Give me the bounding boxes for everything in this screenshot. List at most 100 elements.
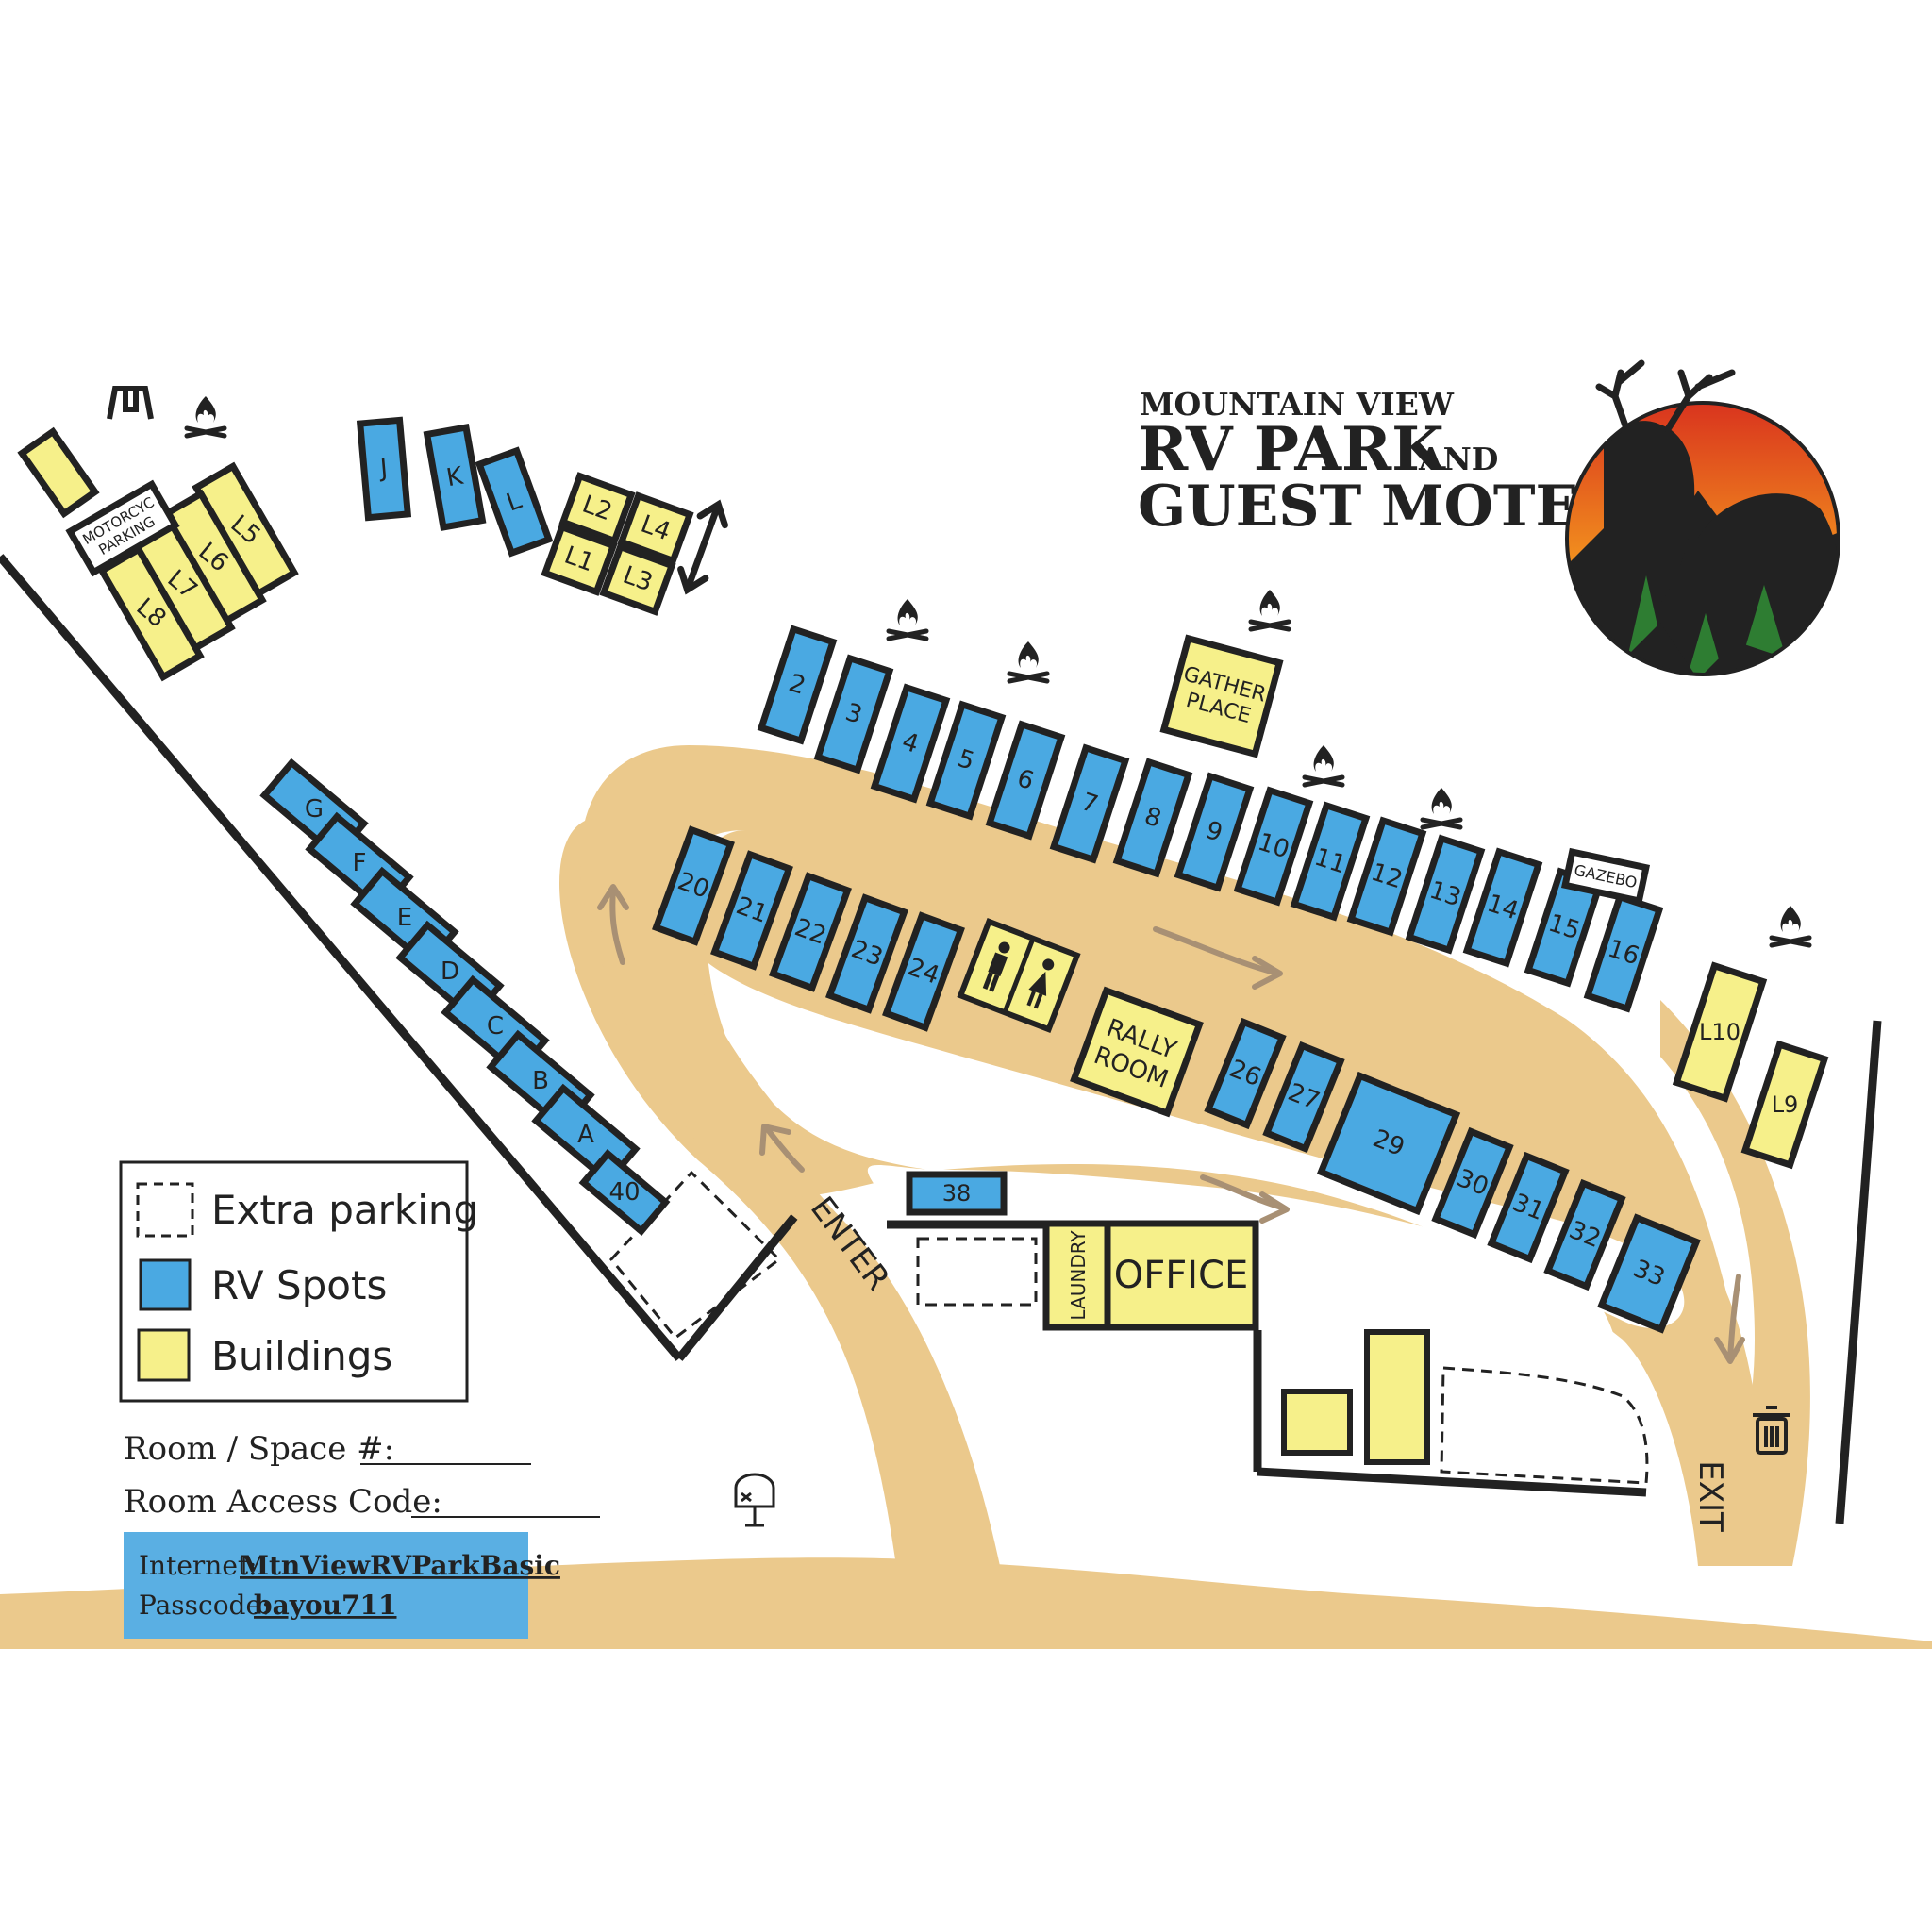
rv-spot-12[interactable]: 12 — [1346, 816, 1427, 937]
right-boundary — [1835, 1020, 1882, 1524]
rv-spot-16[interactable]: 16 — [1583, 892, 1664, 1013]
lodge-l10[interactable]: L10 — [1672, 961, 1768, 1103]
rv-spot-11-shape — [1290, 801, 1371, 922]
rv-spot-2[interactable]: 2 — [757, 625, 838, 745]
rv-spot-6[interactable]: 6 — [985, 720, 1066, 841]
lodge-l9-label: L9 — [1772, 1091, 1799, 1118]
rv-spot-38[interactable]: 38 — [906, 1171, 1008, 1216]
office-label: OFFICE — [1114, 1254, 1249, 1297]
rv-spot-5[interactable]: 5 — [925, 700, 1007, 821]
lodge-l10-shape — [1672, 961, 1768, 1103]
lodge-l4[interactable]: L4 — [617, 491, 694, 565]
rv-spot-b-label: B — [532, 1067, 549, 1095]
lodge-l3[interactable]: L3 — [599, 542, 676, 616]
rv-spot-3[interactable]: 3 — [813, 654, 894, 774]
rally-room-shape — [1070, 986, 1204, 1118]
direction-arrow-icon — [1714, 1274, 1745, 1364]
lodge-l9[interactable]: L9 — [1740, 1040, 1829, 1170]
rv-spot-22-shape — [769, 872, 852, 992]
rv-spot-22[interactable]: 22 — [769, 872, 852, 992]
rv-spot-30-shape — [1431, 1126, 1514, 1240]
lodge-l1[interactable]: L1 — [541, 523, 618, 596]
office-complex[interactable]: LAUNDRY OFFICE — [1042, 1220, 1430, 1465]
rv-spot-8[interactable]: 8 — [1112, 758, 1193, 878]
lodge-small[interactable] — [17, 426, 100, 519]
rv-spot-9[interactable]: 9 — [1174, 772, 1255, 892]
rv-spot-k[interactable]: K — [423, 424, 487, 531]
rv-spot-23-shape — [825, 893, 908, 1014]
lodge-l2[interactable]: L2 — [558, 472, 636, 545]
motorcycle-parking-shape — [65, 479, 180, 577]
rv-spot-7[interactable]: 7 — [1049, 743, 1130, 864]
campfire-icon — [1248, 590, 1291, 632]
direction-arrows — [597, 884, 1745, 1364]
guest-form: Room / Space #: Room Access Code: — [124, 1430, 600, 1521]
rv-spot-j-label: J — [377, 455, 389, 484]
rv-spot-29[interactable]: 29 — [1316, 1071, 1461, 1216]
direction-arrow-icon — [1153, 926, 1283, 990]
rv-spot-14[interactable]: 14 — [1462, 847, 1543, 968]
rv-spot-j[interactable]: J — [356, 416, 412, 522]
room-space-label: Room / Space #: — [124, 1430, 394, 1468]
rv-spot-10[interactable]: 10 — [1233, 786, 1314, 907]
rv-spot-g-label: G — [305, 795, 324, 824]
lower-boundary — [675, 1214, 798, 1361]
rv-spot-38-label: 38 — [942, 1180, 972, 1207]
restroom-building[interactable] — [957, 917, 1081, 1034]
campfire-icons — [184, 396, 1812, 948]
rv-spot-11[interactable]: 11 — [1290, 801, 1371, 922]
campfire-icon — [1769, 906, 1812, 948]
rv-spot-30[interactable]: 30 — [1431, 1126, 1514, 1240]
two-way-arrow-icon — [677, 499, 728, 595]
tall-building[interactable] — [1364, 1329, 1430, 1465]
internet-value: MtnViewRVParkBasic — [240, 1550, 560, 1581]
rv-spot-21-shape — [710, 850, 793, 971]
extra-parking-office — [916, 1237, 1038, 1307]
campfire-icon — [1302, 745, 1345, 788]
rv-spot-40[interactable]: 40 — [578, 1149, 671, 1236]
lodge-l9-shape — [1740, 1040, 1829, 1170]
rv-spot-2-shape — [757, 625, 838, 745]
left-boundary — [0, 554, 683, 1361]
buildings-layer: L2L4L1L3L5L6L7L8MOTORCYCPARKINGGATHERPLA… — [17, 426, 1829, 1170]
rv-spot-26[interactable]: 26 — [1204, 1017, 1287, 1130]
legend-extra-parking: Extra parking — [211, 1187, 478, 1233]
rv-spot-k-shape — [423, 424, 487, 531]
trash-icon — [1753, 1406, 1790, 1455]
wifi-info: Internet: MtnViewRVParkBasic Passcode: b… — [124, 1532, 560, 1639]
rv-spot-23[interactable]: 23 — [825, 893, 908, 1014]
title-line3: GUEST MOTEL — [1138, 474, 1618, 540]
office-building[interactable] — [1104, 1220, 1259, 1331]
exit-label: EXIT — [1691, 1460, 1729, 1532]
rv-spot-20[interactable]: 20 — [652, 825, 735, 946]
gazebo[interactable]: GAZEBO — [1560, 847, 1651, 906]
rv-spot-15[interactable]: 15 — [1524, 867, 1605, 988]
rv-spot-31[interactable]: 31 — [1487, 1151, 1570, 1264]
rv-spot-21[interactable]: 21 — [710, 850, 793, 971]
rv-spot-13[interactable]: 13 — [1405, 834, 1486, 955]
rv-spot-l[interactable]: L — [475, 446, 554, 558]
rv-spot-6-shape — [985, 720, 1066, 841]
lodge-l3-shape — [599, 542, 676, 616]
exit-road — [1660, 1000, 1810, 1566]
legend: Extra parking RV Spots Buildings — [119, 1160, 478, 1403]
rv-spot-38-shape — [906, 1171, 1008, 1216]
rv-spot-4[interactable]: 4 — [870, 683, 951, 804]
park-title: MOUNTAIN VIEW RV PARK AND GUEST MOTEL — [1138, 386, 1618, 540]
rv-spot-32[interactable]: 32 — [1543, 1178, 1626, 1291]
rv-spot-24-shape — [882, 911, 965, 1032]
rv-spot-27[interactable]: 27 — [1262, 1041, 1345, 1154]
rv-spot-j-shape — [356, 416, 412, 522]
rv-spot-33[interactable]: 33 — [1597, 1213, 1701, 1334]
rv-spot-32-shape — [1543, 1178, 1626, 1291]
rv-spot-24[interactable]: 24 — [882, 911, 965, 1032]
rv-spot-d-label: D — [441, 958, 459, 986]
mailbox-icon — [734, 1473, 775, 1527]
small-building[interactable] — [1281, 1389, 1353, 1456]
title-line1: MOUNTAIN VIEW — [1140, 386, 1455, 423]
rv-spot-a-label: A — [577, 1121, 594, 1149]
